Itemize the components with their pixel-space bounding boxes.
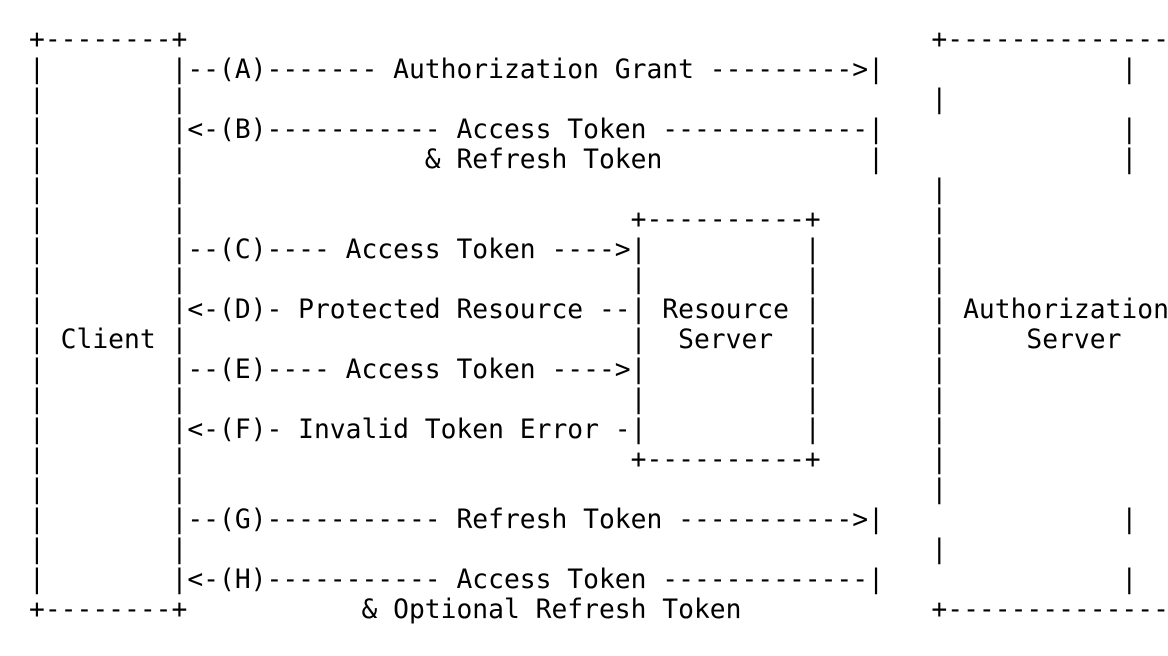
- diagram-line-spacer: | | | | | |: [29, 385, 1168, 415]
- diagram-line-access-token-b: | |<-(B)----------- Access Token -------…: [29, 115, 1138, 145]
- diagram-line-access-token-h: | |<-(H)----------- Access Token -------…: [29, 565, 1138, 595]
- diagram-line-authorization-grant: | |--(A)------- Authorization Grant ----…: [29, 55, 1138, 85]
- diagram-line-refresh-token-g: | |--(G)----------- Refresh Token ------…: [29, 505, 1138, 535]
- diagram-line-spacer: | | | |: [29, 535, 1168, 565]
- oauth-flow-diagram: +--------+ +---------------+| |--(A)----…: [29, 25, 1168, 625]
- diagram-line-resource-server-bottom: | | +----------+ | |: [29, 445, 1168, 475]
- diagram-line-spacer: | | | |: [29, 475, 1168, 505]
- diagram-line-client-label: | Client | | Server | | Server |: [29, 325, 1168, 355]
- diagram-line-refresh-token-b: | | & Refresh Token | |: [29, 145, 1138, 175]
- diagram-line-access-token-c: | |--(C)---- Access Token ---->| | | |: [29, 235, 1168, 265]
- diagram-line-top-border: +--------+ +---------------+: [29, 25, 1168, 55]
- diagram-line-spacer: | | | |: [29, 175, 1168, 205]
- diagram-line-spacer: | | | |: [29, 85, 1168, 115]
- diagram-line-spacer: | | | | | |: [29, 265, 1168, 295]
- diagram-line-access-token-e: | |--(E)---- Access Token ---->| | | |: [29, 355, 1168, 385]
- diagram-line-invalid-token-error: | |<-(F)- Invalid Token Error -| | | |: [29, 415, 1168, 445]
- diagram-line-protected-resource: | |<-(D)- Protected Resource --| Resourc…: [29, 295, 1168, 325]
- diagram-line-resource-server-top: | | +----------+ | |: [29, 205, 1168, 235]
- diagram-line-bottom-border: +--------+ & Optional Refresh Token +---…: [29, 595, 1168, 625]
